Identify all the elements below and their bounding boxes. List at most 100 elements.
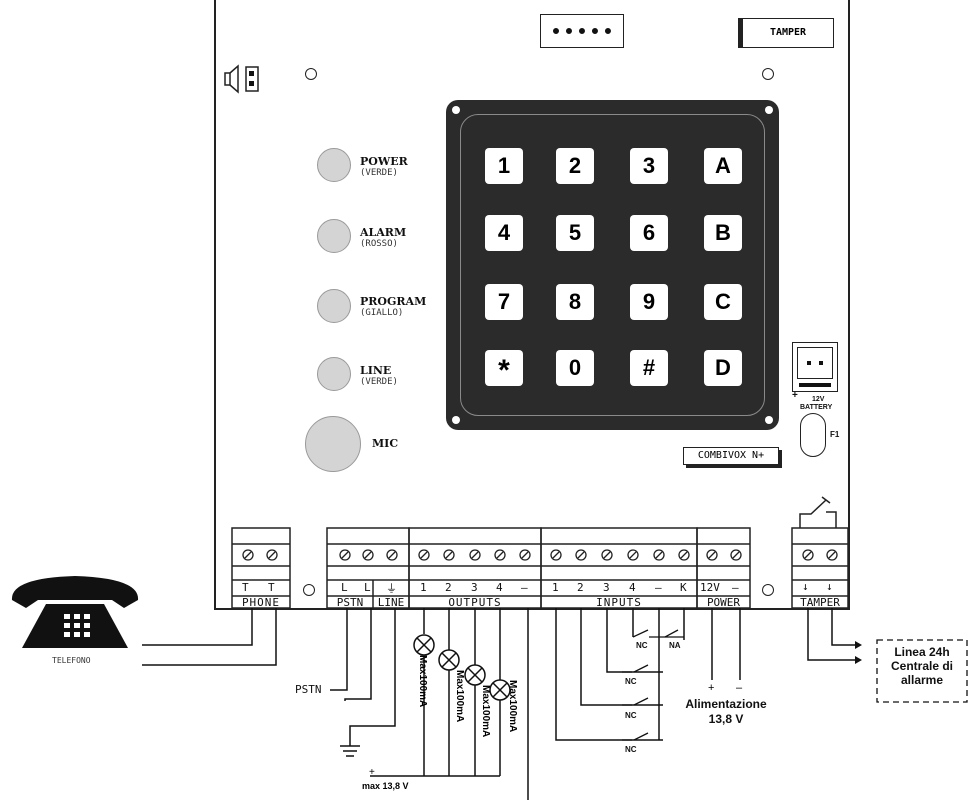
power-pin-label: 12V: [700, 581, 720, 594]
max-voltage-label: max 13,8 V: [362, 781, 409, 791]
model-label: COMBIVOX N+: [683, 447, 779, 465]
mount-hole: [305, 68, 317, 80]
input-pin-label: 1: [552, 581, 559, 594]
top-connector: [540, 14, 624, 48]
key-2[interactable]: 2: [556, 148, 594, 184]
battery-connector: [792, 342, 838, 392]
keypad-screw: [765, 416, 773, 424]
output-pin-label: 1: [420, 581, 427, 594]
inputs-group-label: INPUTS: [596, 596, 642, 609]
key-star[interactable]: *: [485, 350, 523, 387]
pstn-pin-label: L: [341, 581, 348, 594]
key-0[interactable]: 0: [556, 350, 594, 386]
nc-label: NC: [625, 745, 637, 754]
nc-label: NC: [625, 677, 637, 686]
output-pin-label: 2: [445, 581, 452, 594]
keypad-frame: [460, 114, 765, 416]
alimentazione-label-2: 13,8 V: [708, 712, 744, 726]
key-b[interactable]: B: [704, 215, 742, 251]
input-pin-label: –: [655, 581, 662, 594]
key-7[interactable]: 7: [485, 284, 523, 320]
mount-hole: [303, 584, 315, 596]
line-group-label: LINE: [377, 596, 405, 609]
pstn-pin-label: L: [364, 581, 371, 594]
input-pin-label: K: [680, 581, 687, 594]
nc-label: NC: [636, 641, 648, 650]
tamper-pin-label: ↓: [802, 580, 809, 593]
power-minus-label: –: [736, 682, 743, 694]
linea-label-1: Linea 24h: [894, 645, 950, 659]
key-5[interactable]: 5: [556, 215, 594, 251]
input-pin-label: 4: [629, 581, 636, 594]
line-led-label: LINE: [360, 364, 392, 377]
microphone: [305, 416, 361, 472]
key-a[interactable]: A: [704, 148, 742, 184]
tamper-group-label: TAMPER: [800, 596, 840, 609]
keypad-screw: [765, 106, 773, 114]
tamper-switch: TAMPER: [738, 18, 834, 48]
linea-label-3: allarme: [900, 673, 944, 687]
power-led-color: (VERDE): [360, 168, 398, 178]
output-current-label: Max100mA: [507, 680, 518, 733]
phone-pin-label: T: [242, 581, 249, 594]
model-name: COMBIVOX N+: [697, 450, 765, 461]
outputs-group-label: OUTPUTS: [448, 596, 502, 609]
mount-hole: [762, 584, 774, 596]
program-led-color: (GIALLO): [360, 308, 404, 318]
line-pin-label: ⏚: [386, 582, 397, 595]
program-led-label: PROGRAM: [360, 295, 427, 308]
power-group-label: POWER: [706, 596, 741, 609]
na-label: NA: [669, 641, 681, 650]
battery-label-1: 12V: [812, 396, 825, 403]
alarm-led-color: (ROSSO): [360, 239, 398, 249]
linea-label-2: Centrale di: [890, 659, 953, 673]
output-current-label: Max100mA: [417, 655, 428, 708]
pstn-wire-label: PSTN: [295, 683, 322, 696]
tamper-label: TAMPER: [769, 27, 807, 38]
power-led-label: POWER: [360, 155, 408, 168]
output-current-label: Max100mA: [454, 670, 465, 723]
fuse-label: F1: [830, 430, 840, 439]
keypad: 1 2 3 A 4 5 6 B 7 8 9 C * 0 # D: [446, 100, 779, 430]
battery-label-2: BATTERY: [800, 404, 833, 411]
pstn-group-label: PSTN: [336, 596, 364, 609]
key-1[interactable]: 1: [485, 148, 523, 184]
alimentazione-label-1: Alimentazione: [685, 697, 767, 711]
output-pin-label: 3: [471, 581, 478, 594]
key-hash[interactable]: #: [630, 350, 668, 386]
telefono-label: TELEFONO: [52, 656, 91, 665]
power-led: [317, 148, 351, 182]
telephone-icon: [11, 576, 139, 648]
input-pin-label: 3: [603, 581, 610, 594]
mic-label: MIC: [372, 437, 399, 450]
plus-sign: +: [369, 767, 375, 778]
alarm-led: [317, 219, 351, 253]
line-led: [317, 357, 351, 391]
output-current-label: Max100mA: [480, 685, 491, 738]
line-led-color: (VERDE): [360, 377, 398, 387]
alarm-led-label: ALARM: [360, 226, 407, 239]
key-c[interactable]: C: [704, 284, 742, 320]
output-pin-label: 4: [496, 581, 503, 594]
input-pin-label: 2: [577, 581, 584, 594]
phone-pin-label: T: [268, 581, 275, 594]
battery-plus: +: [792, 390, 798, 401]
power-pin-label: –: [732, 581, 739, 594]
phone-group-label: PHONE: [241, 596, 281, 609]
key-9[interactable]: 9: [630, 284, 668, 320]
speaker-icon: [224, 64, 259, 94]
key-6[interactable]: 6: [630, 215, 668, 251]
key-3[interactable]: 3: [630, 148, 668, 184]
key-4[interactable]: 4: [485, 215, 523, 251]
program-led: [317, 289, 351, 323]
output-pin-label: –: [521, 581, 528, 594]
key-8[interactable]: 8: [556, 284, 594, 320]
key-d[interactable]: D: [704, 350, 742, 386]
fuse: [800, 413, 826, 457]
keypad-screw: [452, 106, 460, 114]
nc-label: NC: [625, 711, 637, 720]
keypad-screw: [452, 416, 460, 424]
mount-hole: [762, 68, 774, 80]
